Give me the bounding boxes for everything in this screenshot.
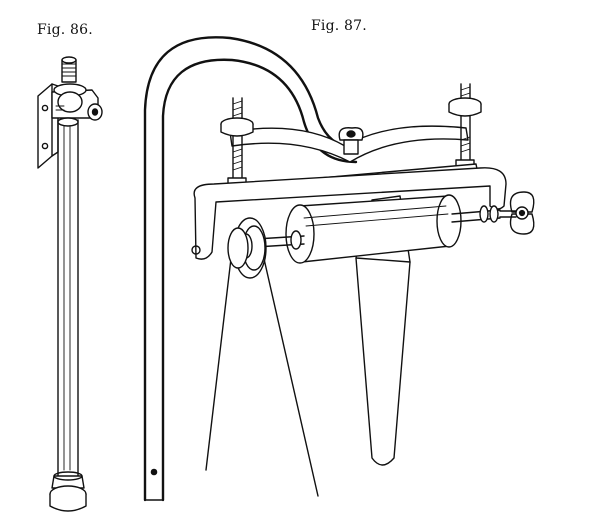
fig87-paper-web-left xyxy=(205,249,319,497)
fig87-roller-frame xyxy=(191,167,507,260)
fig87-bow-wing-nut xyxy=(338,127,364,155)
fig87-spring-bow xyxy=(229,125,469,163)
fig86-threaded-stud xyxy=(61,56,77,83)
fig86-caption: Fig. 86. xyxy=(37,22,93,38)
fig87-wing-key xyxy=(499,191,535,235)
fig87-caption: Fig. 87. xyxy=(311,18,367,34)
fig87-main-roller xyxy=(285,194,462,264)
fig86-clamp-collar xyxy=(51,83,103,121)
fig86-foot-nut xyxy=(49,471,87,512)
fig86-rod-assembly xyxy=(37,56,103,512)
fig86-long-rod xyxy=(57,117,79,477)
fig87-pulley-wheel xyxy=(227,217,267,279)
fig86-bracket-plate xyxy=(37,83,59,169)
